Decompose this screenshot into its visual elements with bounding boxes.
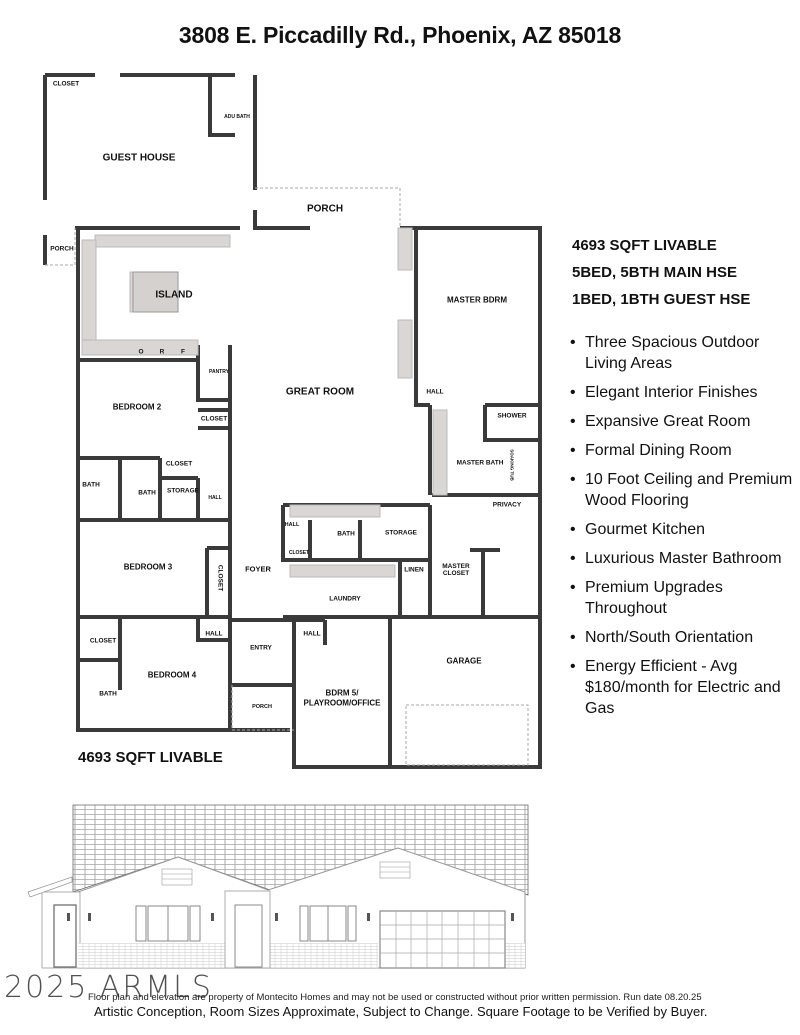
room-label-bedroom2-closet: CLOSET — [200, 415, 228, 423]
room-label-hall-a: HALL — [208, 495, 222, 501]
stat-main-house: 5BED, 5BTH MAIN HSE — [572, 264, 738, 281]
room-label-garage: GARAGE — [446, 656, 482, 666]
stat-sqft: 4693 SQFT LIVABLE — [572, 237, 717, 254]
feature-item: Elegant Interior Finishes — [570, 382, 800, 403]
feature-item: Luxurious Master Bathroom — [570, 548, 800, 569]
copyright-disclaimer: Floor plan and elevation are property of… — [88, 992, 702, 1003]
sqft-label: 4693 SQFT LIVABLE — [78, 749, 223, 766]
room-label-guest-closet: CLOSET — [52, 80, 80, 88]
floor-plan: GUEST HOUSE CLOSET ADU BATH PORCH PORCH … — [43, 73, 542, 769]
room-label-island: ISLAND — [155, 289, 193, 301]
room-label-entry: ENTRY — [250, 644, 272, 652]
room-label-hall-b: HALL — [284, 522, 300, 528]
feature-item: Premium Upgrades Throughout — [570, 577, 800, 619]
room-label-guest-house: GUEST HOUSE — [102, 152, 176, 164]
room-label-porch: PORCH — [306, 203, 344, 215]
room-label-bedroom-4: BEDROOM 4 — [147, 670, 197, 680]
room-label-shower: SHOWER — [497, 412, 527, 420]
room-label-master-closet: MASTER CLOSET — [442, 563, 470, 577]
room-label-bedroom4-closet: CLOSET — [89, 637, 117, 645]
feature-item: Gourmet Kitchen — [570, 519, 800, 540]
artistic-conception-disclaimer: Artistic Conception, Room Sizes Approxim… — [94, 1004, 708, 1019]
room-label-foyer: FOYER — [245, 564, 271, 574]
room-label-storage-b: STORAGE — [384, 529, 418, 537]
feature-list: Three Spacious Outdoor Living Areas Eleg… — [570, 332, 800, 727]
feature-item: Three Spacious Outdoor Living Areas — [570, 332, 800, 374]
feature-item: Energy Efficient - Avg $180/month for El… — [570, 656, 800, 719]
room-label-great-room: GREAT ROOM — [285, 386, 355, 398]
room-label-bath-c: BATH — [337, 530, 355, 538]
room-label-linen: LINEN — [404, 566, 424, 574]
room-label-closet-b: CLOSET — [288, 550, 310, 556]
stat-guest-house: 1BED, 1BTH GUEST HSE — [572, 291, 751, 308]
armls-watermark: 2025 ARMLS — [4, 970, 213, 1005]
feature-item: Formal Dining Room — [570, 440, 800, 461]
room-label-bedroom3-closet: CLOSET — [216, 564, 224, 592]
appliance-freezer: F — [181, 348, 185, 356]
room-label-adu-bath: ADU BATH — [224, 114, 250, 120]
room-label-guest-porch: PORCH — [50, 245, 74, 253]
room-label-laundry: LAUNDRY — [329, 595, 361, 603]
feature-item: 10 Foot Ceiling and Premium Wood Floorin… — [570, 469, 800, 511]
room-label-hall-d: HALL — [303, 630, 321, 638]
room-label-pantry: PANTRY — [209, 369, 229, 375]
property-address-title: 3808 E. Piccadilly Rd., Phoenix, AZ 8501… — [178, 22, 622, 48]
room-label-master-bdrm: MASTER BDRM — [447, 295, 507, 305]
room-label-bath-a: BATH — [82, 481, 100, 489]
room-label-front-porch: PORCH — [252, 704, 272, 710]
room-label-bedroom-3: BEDROOM 3 — [123, 562, 173, 572]
feature-item: North/South Orientation — [570, 627, 800, 648]
room-label-bdrm5-line2: PLAYROOM/OFFICE — [303, 698, 381, 708]
room-label-soaking-tub: SOAKING TUB — [509, 449, 515, 481]
room-label-privacy: PRIVACY — [492, 501, 522, 509]
floor-plan-walls — [43, 73, 542, 769]
appliance-oven: O — [138, 348, 144, 356]
room-label-hall-c: HALL — [205, 630, 223, 638]
room-label-hall-closet: CLOSET — [165, 460, 193, 468]
appliance-refrigerator: R — [159, 348, 165, 356]
feature-item: Expansive Great Room — [570, 411, 800, 432]
room-label-master-bath: MASTER BATH — [456, 459, 504, 467]
room-label-bedroom4-bath: BATH — [99, 690, 117, 698]
room-label-bdrm5-line1: BDRM 5/ — [325, 688, 359, 698]
front-elevation-drawing — [20, 800, 560, 980]
room-label-bath-b: BATH — [138, 489, 156, 497]
room-label-storage-a: STORAGE — [166, 487, 200, 495]
property-stats: 4693 SQFT LIVABLE 5BED, 5BTH MAIN HSE 1B… — [572, 232, 750, 313]
room-label-bedroom-2: BEDROOM 2 — [112, 402, 162, 412]
room-label-master-hall: HALL — [426, 388, 444, 396]
